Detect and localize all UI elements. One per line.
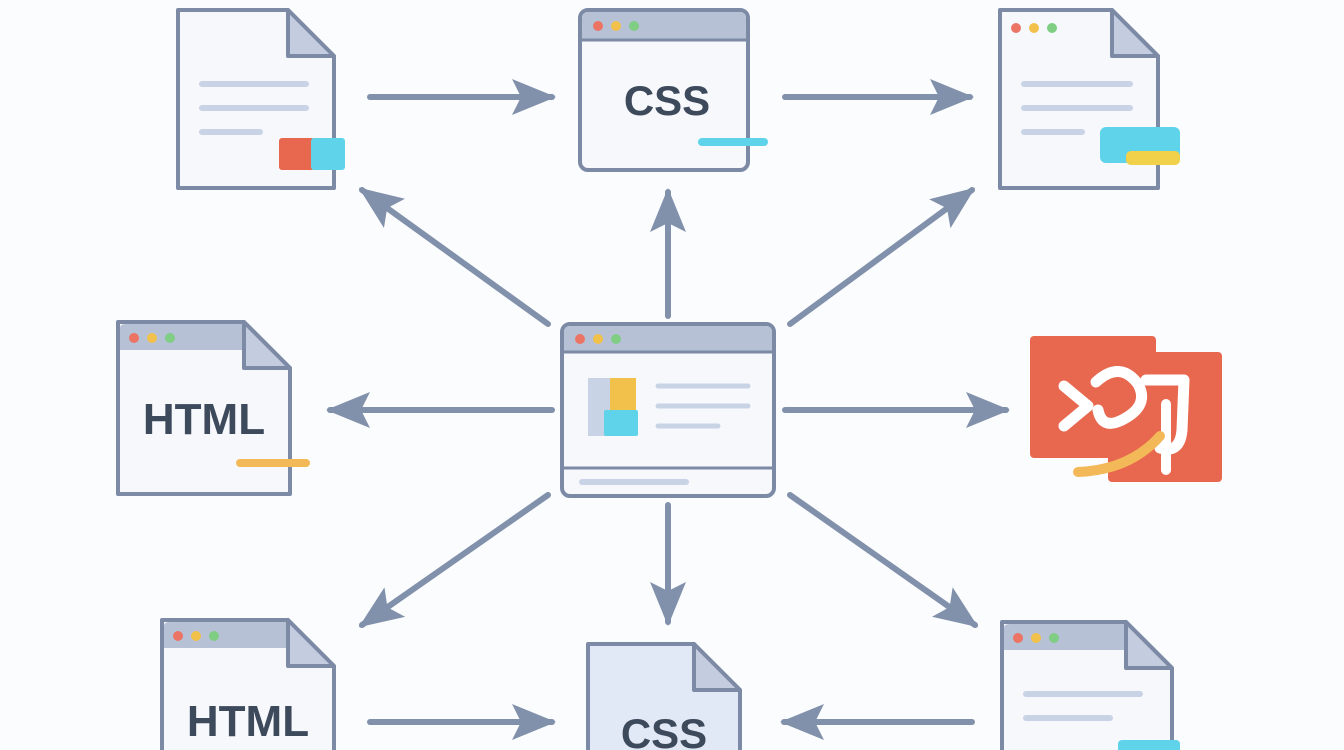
css-label: CSS [621,710,707,750]
css-document-icon: CSS [586,642,742,750]
arrows [326,79,1010,740]
html-label: HTML [187,697,309,746]
html-document-icon: HTML [160,618,336,750]
translate-icon [1030,336,1222,482]
html-label: HTML [143,395,265,444]
document-icon [998,8,1180,190]
document-icon [176,8,345,190]
arrow-center-to-topleft [358,187,551,327]
css-label: CSS [624,77,710,124]
css-browser-window: CSS [578,8,768,172]
arrow-center-to-topright [787,187,976,327]
html-document-icon: HTML [116,320,310,496]
arrow-center-to-bottomright [787,492,979,628]
browser-layout-icon [560,322,776,498]
document-icon [1000,620,1180,750]
arrow-center-to-bottomleft [358,492,551,628]
